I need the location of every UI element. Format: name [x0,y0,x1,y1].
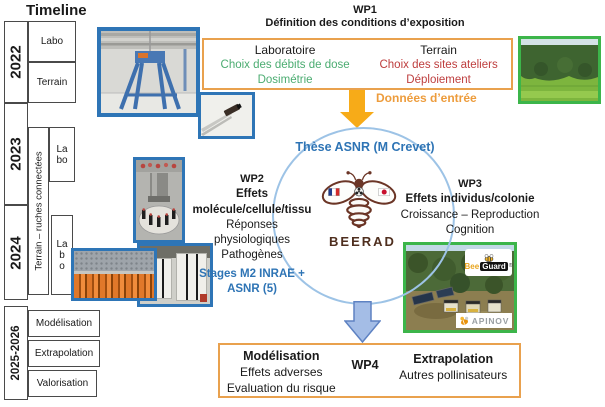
wp4-right-column: Extrapolation Autres pollinisateurs [387,345,519,396]
beeguard-logo: Bee Guard ® [465,249,512,276]
photo-bee-cages [71,248,157,301]
year-box-2024: 2024 [4,205,28,300]
timeline-cell-valorisation: Valorisation [28,370,97,397]
timeline-title: Timeline [26,2,87,19]
cell-label: Labo [40,36,64,47]
wp4-right-line1: Autres pollinisateurs [399,368,508,382]
wp3-title: Effets individus/colonie [405,193,535,206]
cages-shelf [74,270,154,274]
wp2-block: WP2 Effets molécule/cellule/tissu Répons… [188,172,316,297]
wp4-left-heading: Modélisation [243,349,320,363]
wp3-block: WP3 Effets individus/colonie Croissance … [397,177,543,238]
wp3-line2: Cognition [445,223,495,236]
apinov-bee-icon [460,316,468,325]
timeline-cell-extrapolation: Extrapolation [28,340,100,367]
wp2-id: WP2 [240,173,264,185]
wp2-title-line1: Effets [236,188,268,201]
beeguard-bee-icon [484,254,493,262]
wp1-box: Laboratoire Choix des débits de dose Dos… [202,38,513,90]
year-box-2022: 2022 [4,21,28,103]
photo-irradiation-facility [97,27,200,117]
wp4-left-line1: Effets adverses [240,365,323,379]
cages-rows [74,273,154,298]
apinov-text: APINOV [471,315,510,326]
wp2-title-line2: molécule/cellule/tissu [192,203,312,216]
wp4-left-column: Modélisation Effets adverses Evaluation … [220,345,343,396]
timeline-cell-ruches-connectees: Terrain – ruches connectées [28,127,49,295]
wp1-lab-line2: Dosimétrie [257,74,313,86]
radiation-icon [354,186,364,197]
wp2-line1: Réponses [226,218,278,231]
input-arrow-icon [340,90,374,128]
hive-marker [199,294,208,302]
beeguard-registered-mark: ® [508,263,513,269]
france-flag-icon [328,188,340,197]
thesis-label: Thèse ASNR (M Crevet) [295,140,435,154]
timeline-cell-labo-2024: La b o [51,215,73,295]
cages-panel [74,251,154,271]
cell-label: La b o [56,238,68,272]
cell-label: Terrain – ruches connectées [33,151,44,271]
hive-panel [176,252,208,301]
timeline-cell-labo-2023: La bo [49,127,75,182]
wp1-field-line1: Choix des sites ateliers [379,59,498,71]
hive-strap [186,253,189,300]
year-label: 2025-2026 [10,325,22,381]
wp1-id: WP1 [353,4,377,16]
wp1-lab-line1: Choix des débits de dose [220,59,350,71]
wp4-right-heading: Extrapolation [413,352,494,366]
wp1-lab-heading: Laboratoire [254,43,316,57]
year-label: 2022 [7,45,25,79]
wp4-id: WP4 [351,358,379,372]
photo-lab-irradiator [133,157,185,243]
wp4-left-line2: Evaluation du risque [226,381,336,395]
wp1-lab-column: Laboratoire Choix des débits de dose Dos… [204,40,366,88]
wp2-line2: physiologiques [213,234,291,247]
beerad-bee-logo [321,171,397,229]
wp4-box: Modélisation Effets adverses Evaluation … [218,343,521,398]
wp3-line1: Croissance – Reproduction [400,208,540,221]
japan-flag-icon [378,188,390,197]
beerad-wordmark: BEERAD [329,234,396,249]
hive-strap [161,258,164,299]
dosimeter-illustration [201,95,252,136]
cell-label: Modélisation [35,318,93,329]
output-arrow-icon [344,301,381,343]
hive-strap [196,253,199,300]
wp2-highlight2: ASNR (5) [227,283,277,296]
wp2-highlight1: Stages M2 INRAE + [199,267,305,280]
facility-illustration [101,31,196,113]
input-arrow-label: Données d’entrée [376,91,477,105]
cell-label: La bo [56,143,68,166]
hives-background [140,246,210,258]
cell-label: Valorisation [36,378,89,389]
year-label: 2023 [7,137,25,171]
photo-dosimeter [198,92,255,139]
year-box-2025-2026: 2025-2026 [4,306,28,400]
cell-label: Extrapolation [34,348,94,359]
timeline-cell-modelisation: Modélisation [28,310,100,337]
wp1-field-line2: Déploiement [406,74,471,86]
beeguard-text-guard: Guard [480,262,508,271]
timeline-cell-labo-2022: Labo [28,21,76,62]
wp1-header: WP1 Définition des conditions d’expositi… [235,4,495,30]
cell-label: Terrain [36,77,68,88]
field-illustration [521,39,598,101]
timeline-cell-terrain-2022: Terrain [28,62,76,103]
beeguard-text-bee: Bee [464,262,480,271]
wp1-field-heading: Terrain [420,43,457,57]
wp1-field-column: Terrain Choix des sites ateliers Déploie… [366,40,511,88]
irradiator-illustration [136,160,182,240]
wp1-title: Définition des conditions d’exposition [265,17,465,29]
year-box-2023: 2023 [4,103,28,205]
photo-field-site [518,36,601,104]
wp4-id-column: WP4 [343,345,388,396]
year-label: 2024 [7,235,25,270]
wp2-line3: Pathogènes [221,249,283,262]
wp3-id: WP3 [458,178,482,190]
apinov-logo: APINOV [456,313,512,328]
